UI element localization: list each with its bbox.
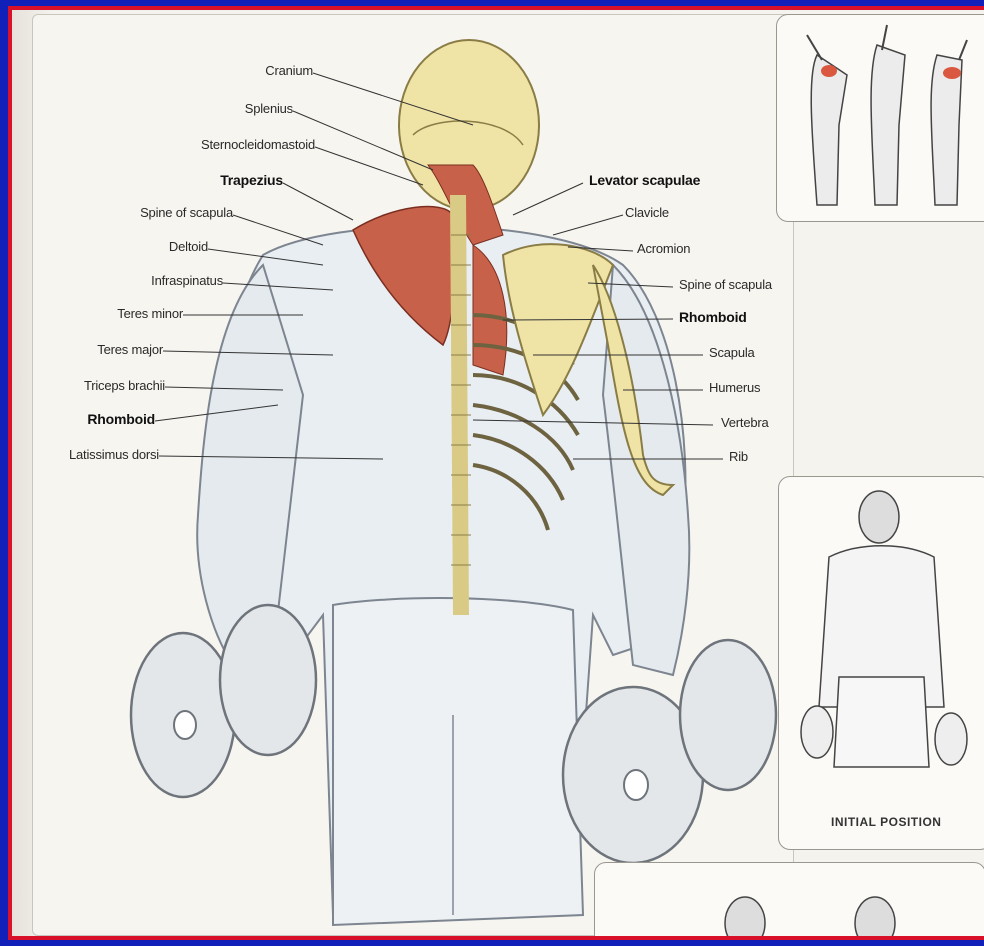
label-levator-scapulae: Levator scapulae (589, 172, 700, 188)
next-position-panel (594, 862, 984, 936)
label-infraspinatus: Infraspinatus (151, 273, 223, 288)
label-clavicle: Clavicle (625, 205, 669, 220)
label-splenius: Splenius (245, 101, 293, 116)
label-sternocleidomastoid: Sternocleidomastoid (201, 137, 315, 152)
initial-position-figure (779, 477, 984, 777)
initial-position-panel: INITIAL POSITION (778, 476, 984, 850)
label-teres-minor: Teres minor (117, 306, 183, 321)
label-spine-of-scapula-right: Spine of scapula (679, 277, 772, 292)
initial-position-caption: INITIAL POSITION (831, 815, 941, 829)
label-rib: Rib (729, 449, 748, 464)
three-figures-illustration (777, 15, 984, 221)
label-teres-major: Teres major (97, 342, 163, 357)
label-spine-of-scapula-left: Spine of scapula (140, 205, 233, 220)
label-triceps-brachii: Triceps brachii (84, 378, 165, 393)
label-acromion: Acromion (637, 241, 690, 256)
label-deltoid: Deltoid (169, 239, 208, 254)
label-rhomboid-right: Rhomboid (679, 309, 747, 325)
label-trapezius: Trapezius (220, 172, 283, 188)
spine (458, 195, 461, 615)
label-vertebra: Vertebra (721, 415, 769, 430)
muscle-overview-panel (776, 14, 984, 222)
legs (333, 598, 583, 925)
label-scapula: Scapula (709, 345, 755, 360)
back-anatomy-illustration (33, 15, 793, 935)
label-rhomboid-left: Rhomboid (87, 411, 155, 427)
anatomy-page: Cranium Splenius Sternocleidomastoid Tra… (12, 10, 984, 936)
label-latissimus-dorsi: Latissimus dorsi (69, 447, 159, 462)
next-position-heads (595, 863, 984, 936)
main-illustration-panel: Cranium Splenius Sternocleidomastoid Tra… (32, 14, 794, 936)
label-humerus: Humerus (709, 380, 760, 395)
label-cranium: Cranium (265, 63, 313, 78)
